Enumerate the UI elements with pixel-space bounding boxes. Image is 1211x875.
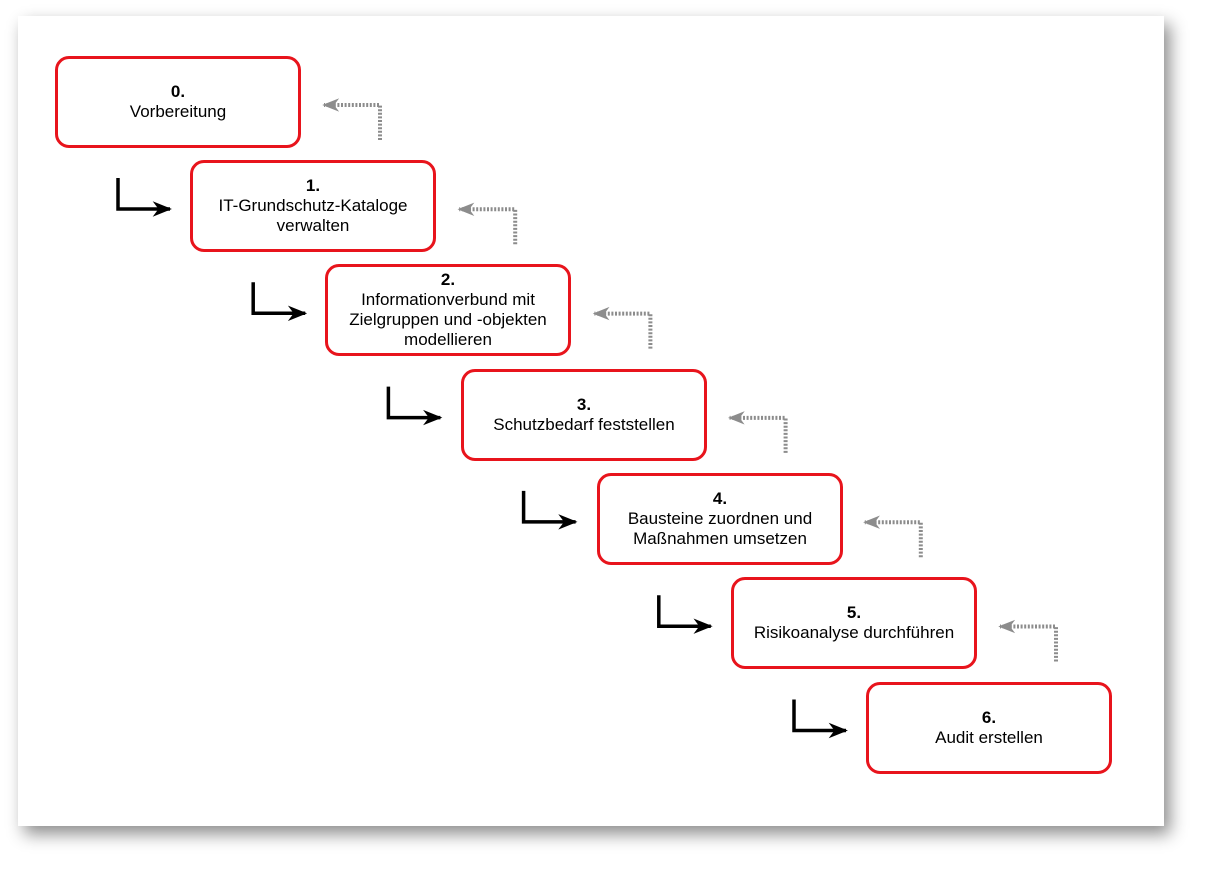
back-arrow-4-3 [727,411,788,453]
step-number: 2. [440,270,456,289]
back-arrow-3-2 [592,306,653,349]
step-box-5: 5. Risikoanalyse durchführen [731,577,977,669]
forward-arrow-3-4 [521,490,578,530]
step-label: IT-Grundschutz-Kataloge verwalten [218,196,408,235]
step-number: 5. [846,603,862,622]
step-box-0: 0. Vorbereitung [55,56,301,148]
forward-arrow-0-1 [116,178,172,217]
back-arrow-6-5 [998,619,1058,662]
forward-arrow-5-6 [792,699,848,739]
back-arrow-2-1 [457,202,518,245]
step-label: Risikoanalyse durchführen [753,623,955,642]
back-arrow-5-4 [863,515,923,558]
step-box-4: 4. Bausteine zuordnen und Maßnahmen umse… [597,473,843,565]
step-label: Bausteine zuordnen und Maßnahmen umsetze… [627,509,813,548]
step-label: Audit erstellen [935,728,1043,747]
step-number: 0. [170,82,186,101]
step-number: 6. [981,708,997,727]
forward-arrows [116,178,848,739]
forward-arrow-2-3 [386,386,443,426]
step-label: Informationverbund mit Zielgruppen und -… [349,290,547,349]
step-box-3: 3. Schutzbedarf feststellen [461,369,707,461]
step-number: 1. [305,176,321,195]
step-box-2: 2. Informationverbund mit Zielgruppen un… [325,264,571,356]
step-label: Vorbereitung [129,102,227,121]
step-label: Schutzbedarf feststellen [493,415,675,434]
forward-arrow-4-5 [657,595,713,634]
step-box-6: 6. Audit erstellen [866,682,1112,774]
forward-arrow-1-2 [251,282,308,321]
step-number: 3. [576,395,592,414]
back-arrows [322,98,1058,662]
step-number: 4. [712,489,728,508]
step-box-1: 1. IT-Grundschutz-Kataloge verwalten [190,160,436,252]
back-arrow-1-0 [322,98,382,140]
